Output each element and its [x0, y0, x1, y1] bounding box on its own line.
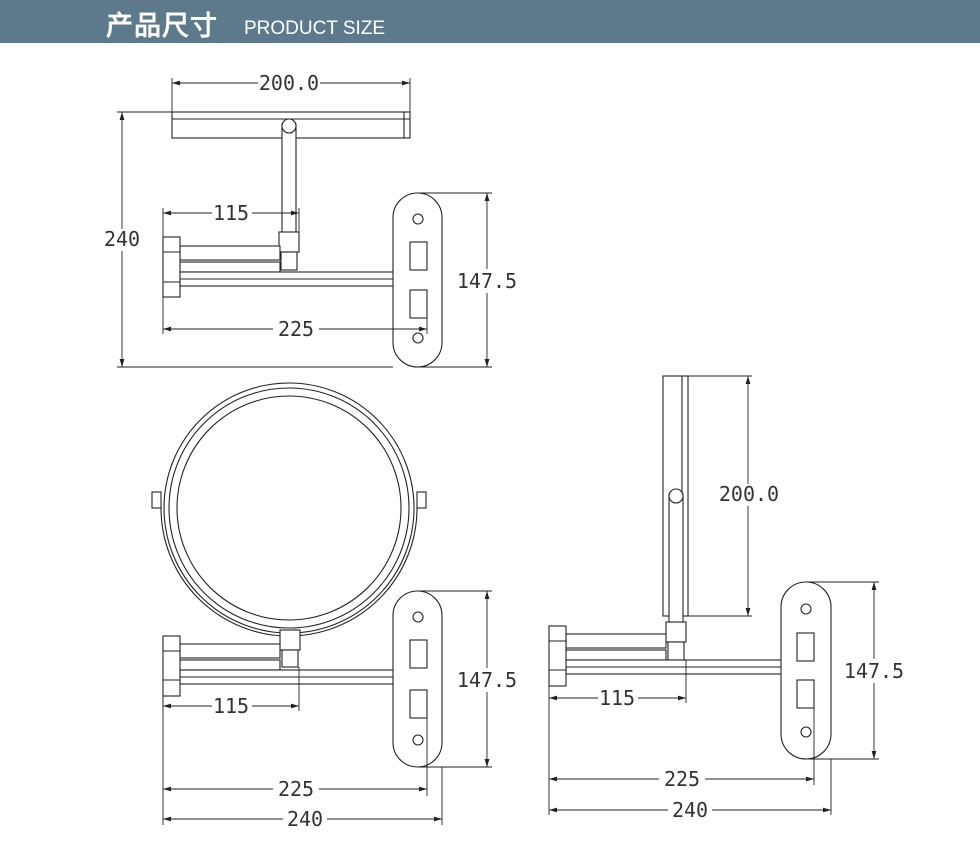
top-arms	[162, 236, 411, 298]
header-banner: 产品尺寸 PRODUCT SIZE	[0, 0, 980, 43]
front-view: 115 147.5 225 240	[151, 382, 517, 831]
front-reach-label: 225	[278, 777, 314, 801]
side-view: 200.0 147.5 115 2	[548, 375, 904, 822]
side-dim-arm: 115	[548, 660, 687, 710]
side-base-label: 147.5	[844, 659, 904, 683]
top-wall-plate	[392, 192, 443, 368]
top-base-label: 147.5	[457, 269, 517, 293]
top-arm-label: 115	[213, 201, 249, 225]
front-dim-total: 240	[163, 807, 442, 831]
front-wall-plate	[392, 590, 443, 768]
top-dim-height: 240	[103, 111, 393, 368]
front-dim-base: 147.5	[418, 590, 517, 768]
header-title-cn: 产品尺寸	[106, 11, 218, 42]
side-dim-height: 200.0	[688, 375, 780, 617]
front-arms	[162, 635, 411, 697]
side-total-label: 240	[672, 798, 708, 822]
top-dim-arm: 115	[162, 201, 300, 237]
side-arms	[548, 625, 797, 687]
side-wall-plate	[780, 581, 832, 760]
front-mirror	[151, 382, 427, 637]
side-height-label: 200.0	[719, 482, 779, 506]
top-width-label: 200.0	[259, 71, 319, 95]
front-arm-label: 115	[213, 694, 249, 718]
top-stem	[278, 118, 300, 271]
front-stem	[279, 629, 301, 668]
side-dim-base: 147.5	[806, 581, 904, 760]
side-reach-label: 225	[664, 767, 700, 791]
top-dim-base: 147.5	[418, 192, 517, 368]
top-height-label: 240	[104, 227, 140, 251]
side-dim-reach: 225	[548, 703, 832, 815]
front-base-label: 147.5	[457, 668, 517, 692]
front-total-label: 240	[287, 807, 323, 831]
header-title-en: PRODUCT SIZE	[244, 18, 386, 39]
side-mirror-edge	[662, 375, 689, 625]
top-reach-label: 225	[278, 317, 314, 341]
front-dim-arm: 115	[162, 667, 300, 718]
front-dim-reach: 225	[162, 696, 443, 825]
top-dim-width: 200.0	[171, 71, 411, 112]
top-dim-reach: 225	[162, 297, 428, 341]
top-view: 200.0 240 115 147.5	[103, 71, 517, 368]
side-stem	[665, 621, 687, 661]
side-arm-label: 115	[599, 686, 635, 710]
side-dim-total: 240	[549, 798, 831, 822]
